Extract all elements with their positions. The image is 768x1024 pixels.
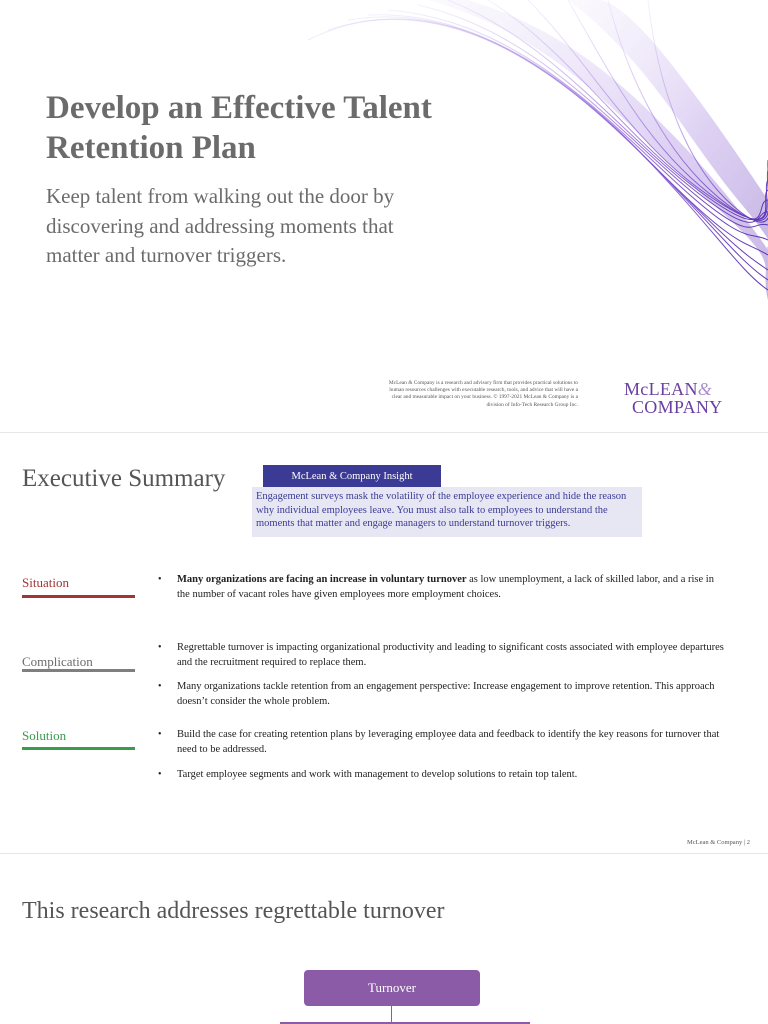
insight-text: Engagement surveys mask the volatility o… <box>252 487 642 537</box>
research-slide: This research addresses regrettable turn… <box>0 854 768 1024</box>
slide-title: This research addresses regrettable turn… <box>22 898 445 924</box>
complication-bullet-2: • Many organizations tackle retention fr… <box>158 681 715 707</box>
complication-label: Complication <box>22 654 93 669</box>
tree-connector-vertical <box>391 1006 392 1024</box>
situation-bullet-text: as low unemployment, a lack of skilled l… <box>177 574 714 600</box>
solution-bullet-1: • Build the case for creating retention … <box>158 729 720 755</box>
situation-underline <box>22 595 135 598</box>
situation-label: Situation <box>22 575 69 590</box>
solution-label: Solution <box>22 728 67 743</box>
publisher-disclaimer: McLean & Company is a research and advis… <box>388 380 578 408</box>
slide-divider <box>0 432 768 433</box>
complication-bullet-1: • Regrettable turnover is impacting orga… <box>158 642 724 668</box>
situation-bullet-bold: Many organizations are facing an increas… <box>177 574 467 585</box>
solution-bullet-2: • Target employee segments and work with… <box>158 769 578 780</box>
situation-bullet: • Many organizations are facing an incre… <box>158 574 714 600</box>
slide-divider <box>0 853 768 854</box>
mclean-company-logo: McLEAN& COMPANY <box>624 379 723 417</box>
slide-title: Executive Summary <box>22 465 226 492</box>
executive-summary-slide: Executive Summary McLean & Company Insig… <box>0 433 768 853</box>
cover-title: Develop an Effective Talent Retention Pl… <box>46 90 432 166</box>
slide-footer: McLean & Company | 2 <box>686 839 750 846</box>
tree-connector-horizontal <box>280 1022 530 1024</box>
cover-slide: Develop an Effective Talent Retention Pl… <box>0 0 768 432</box>
purple-swoosh-graphic <box>307 0 768 300</box>
complication-underline <box>22 669 135 672</box>
cover-subtitle: Keep talent from walking out the door by… <box>46 184 395 267</box>
turnover-node: Turnover <box>304 970 480 1006</box>
solution-underline <box>22 747 135 750</box>
insight-heading: McLean & Company Insight <box>263 465 441 488</box>
